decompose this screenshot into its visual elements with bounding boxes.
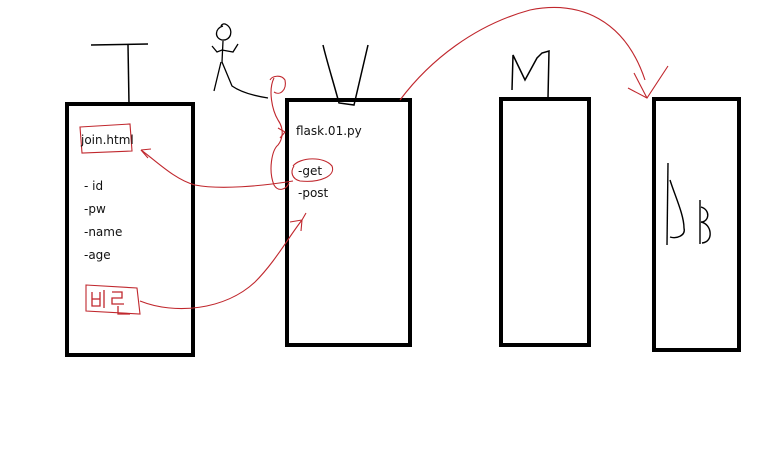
get-method-label: -get (298, 164, 323, 178)
person-request-tick (269, 75, 286, 94)
funnel-figure (322, 44, 369, 106)
button-handwriting (91, 290, 130, 315)
get-highlight (291, 158, 334, 182)
join-html-highlight (79, 123, 133, 154)
field-pw-label: -pw (84, 202, 106, 216)
person-figure (211, 23, 269, 99)
html-page-box (65, 102, 195, 357)
button-to-post-arrow (139, 219, 303, 310)
person-request-loop (270, 77, 290, 190)
server-to-db-arc (399, 7, 646, 101)
field-age-label: -age (84, 248, 111, 262)
red-annotations (79, 7, 669, 315)
db-handwritten-label (666, 162, 711, 246)
db-box (652, 97, 741, 352)
get-to-join-arrow (140, 149, 294, 188)
field-id-label: - id (84, 179, 104, 193)
join-html-label: join.html (81, 133, 134, 147)
button-highlight (85, 284, 141, 315)
field-name-label: -name (84, 225, 123, 239)
flask-file-label: flask.01.py (296, 124, 362, 138)
t-figure (90, 43, 149, 105)
middle-box (499, 97, 591, 347)
post-method-label: -post (298, 186, 329, 200)
m-figure (511, 49, 550, 99)
flask-server-box (285, 98, 412, 347)
